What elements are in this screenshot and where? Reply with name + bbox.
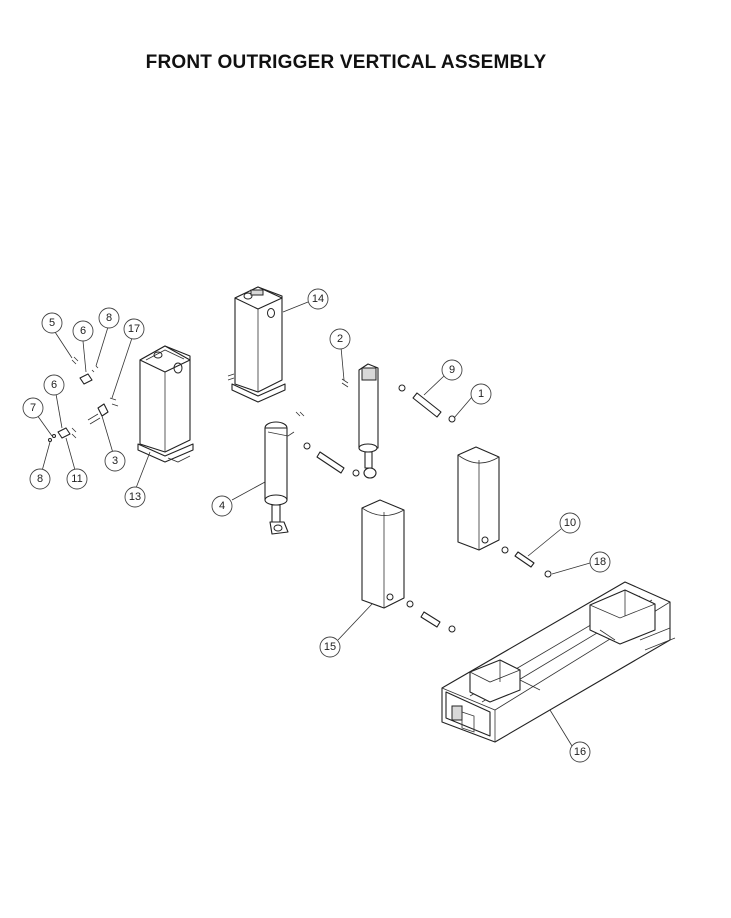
callout-2: 2 — [329, 328, 351, 350]
callout-6b: 6 — [43, 374, 65, 396]
callout-7: 7 — [22, 397, 44, 419]
callout-6-label: 6 — [80, 325, 86, 337]
callout-1: 1 — [470, 383, 492, 405]
callout-5: 5 — [41, 312, 63, 334]
callout-4: 4 — [211, 495, 233, 517]
callout-5-label: 5 — [49, 317, 55, 329]
part-middle-pin — [303, 442, 360, 477]
callout-9-label: 9 — [449, 364, 455, 376]
part-10-pin — [514, 551, 552, 578]
callout-3: 3 — [104, 450, 126, 472]
callout-6: 6 — [72, 320, 94, 342]
small-hardware-group — [48, 356, 119, 442]
callout-11: 11 — [66, 468, 88, 490]
callout-14-label: 14 — [312, 293, 324, 305]
callout-8b: 8 — [29, 468, 51, 490]
callout-17-label: 17 — [128, 323, 140, 335]
callout-16: 16 — [569, 741, 591, 763]
part-inner-leg-right — [457, 446, 509, 554]
callout-15-label: 15 — [324, 641, 336, 653]
part-cylinder-small — [341, 363, 379, 479]
callout-14: 14 — [307, 288, 329, 310]
callout-10-label: 10 — [564, 517, 576, 529]
callout-18: 18 — [589, 551, 611, 573]
callout-9: 9 — [441, 359, 463, 381]
callout-11-label: 11 — [71, 473, 82, 485]
part-4-hydraulic-cylinder — [264, 411, 305, 535]
callout-3-label: 3 — [112, 455, 118, 467]
callout-8b-label: 8 — [37, 473, 43, 485]
callout-4-label: 4 — [219, 500, 225, 512]
part-9-pin — [398, 384, 456, 423]
leader-lines — [36, 301, 591, 747]
page-title: FRONT OUTRIGGER VERTICAL ASSEMBLY — [145, 52, 547, 73]
part-16-outrigger-frame — [441, 581, 676, 743]
callout-15: 15 — [319, 636, 341, 658]
callout-16-label: 16 — [574, 746, 586, 758]
part-15-inner-leg — [361, 499, 456, 633]
callout-17: 17 — [123, 318, 145, 340]
part-13-leg-housing — [137, 345, 194, 463]
callout-8-label: 8 — [106, 312, 112, 324]
part-14-upper-housing — [227, 286, 286, 403]
callout-8: 8 — [98, 307, 120, 329]
callout-18-label: 18 — [594, 556, 606, 568]
callout-7-label: 7 — [30, 402, 36, 414]
callout-2-label: 2 — [337, 333, 343, 345]
callout-1-label: 1 — [478, 388, 484, 400]
callout-13-label: 13 — [129, 491, 141, 503]
callout-13: 13 — [124, 486, 146, 508]
callout-6b-label: 6 — [51, 379, 57, 391]
callout-10: 10 — [559, 512, 581, 534]
